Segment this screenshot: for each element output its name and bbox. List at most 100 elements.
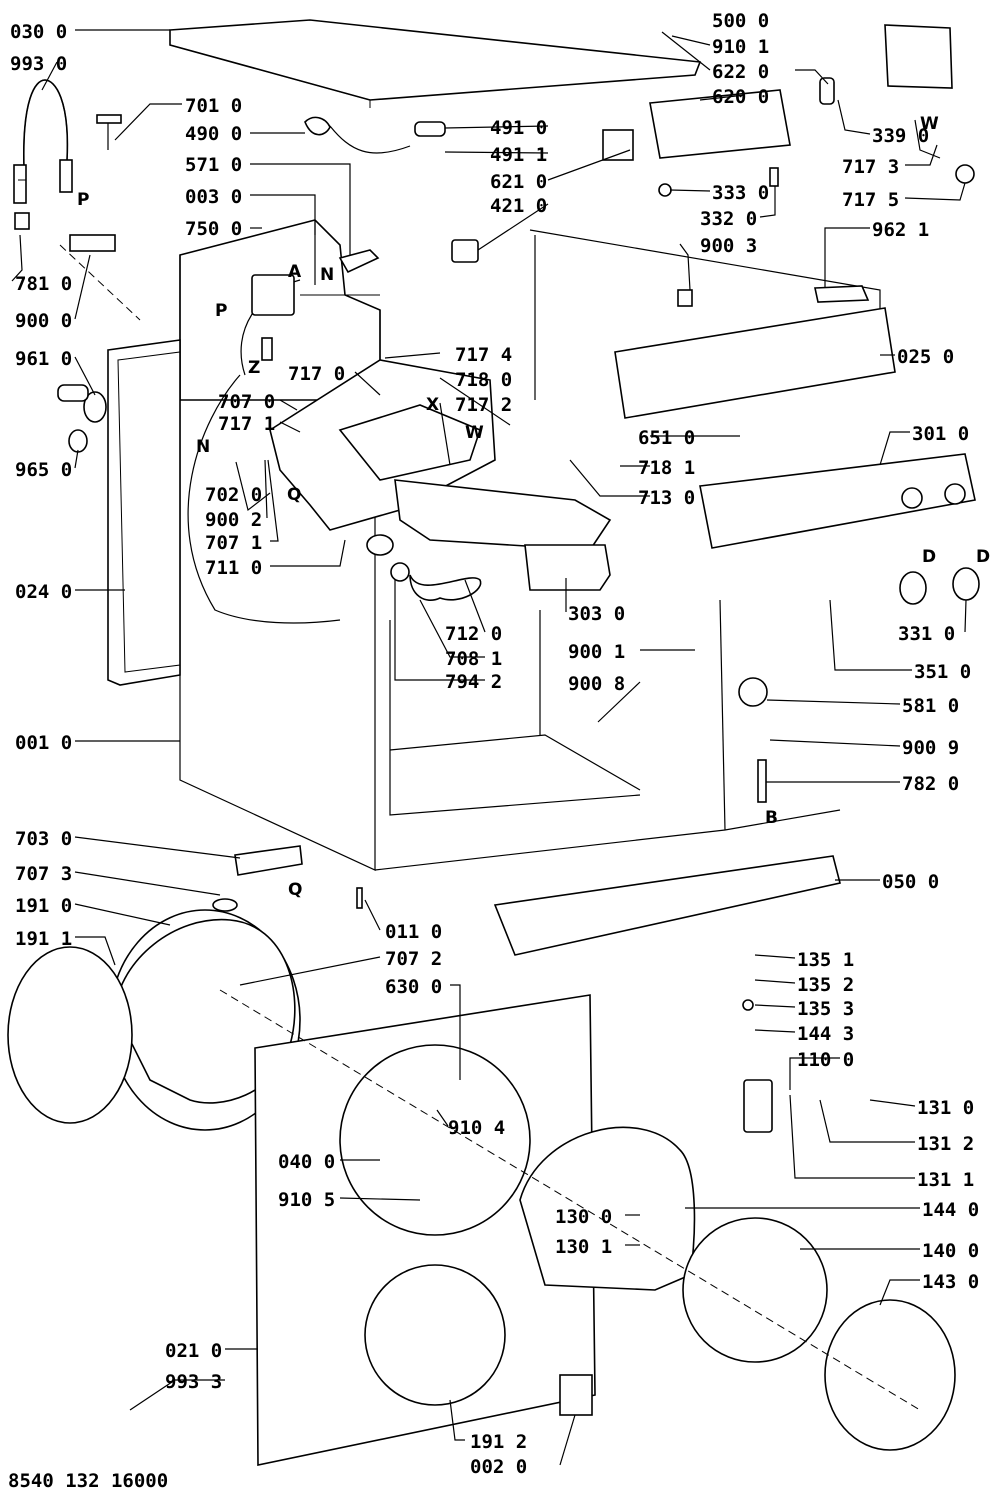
label-144-0: 144 0 [922,1199,979,1221]
letter-n-2: N [196,437,210,457]
label-750-0: 750 0 [185,218,242,240]
label-143-0: 143 0 [922,1271,979,1293]
label-701-0: 701 0 [185,95,242,117]
label-135-1: 135 1 [797,949,854,971]
label-713-0: 713 0 [638,487,695,509]
letter-d-2: D [976,547,990,567]
label-191-1: 191 1 [15,928,72,950]
label-707-1: 707 1 [205,532,262,554]
label-140-0: 140 0 [922,1240,979,1262]
label-135-2: 135 2 [797,974,854,996]
label-571-0: 571 0 [185,154,242,176]
label-718-1: 718 1 [638,457,695,479]
letter-a: A [288,262,302,282]
label-961-0: 961 0 [15,348,72,370]
label-781-0: 781 0 [15,273,72,295]
label-707-2: 707 2 [385,948,442,970]
letter-b: B [765,808,778,828]
label-711-0: 711 0 [205,557,262,579]
label-131-0: 131 0 [917,1097,974,1119]
letter-x: X [426,395,439,415]
letter-z: Z [248,358,260,378]
label-703-0: 703 0 [15,828,72,850]
label-191-0: 191 0 [15,895,72,917]
label-191-2: 191 2 [470,1431,527,1453]
label-500-0: 500 0 [712,10,769,32]
label-135-3: 135 3 [797,998,854,1020]
label-003-0: 003 0 [185,186,242,208]
label-491-1: 491 1 [490,144,547,166]
label-002-0: 002 0 [470,1456,527,1478]
drawing-number: 8540 132 16000 [8,1470,168,1492]
label-900-2: 900 2 [205,509,262,531]
label-040-0: 040 0 [278,1151,335,1173]
letter-p-1: P [77,190,89,210]
label-900-3: 900 3 [700,235,757,257]
label-707-3: 707 3 [15,863,72,885]
label-651-0: 651 0 [638,427,695,449]
label-900-9: 900 9 [902,737,959,759]
label-421-0: 421 0 [490,195,547,217]
part-labels: 030 0 993 0 701 0 490 0 571 0 003 0 750 … [10,10,979,1478]
label-110-0: 110 0 [797,1049,854,1071]
label-707-0: 707 0 [218,391,275,413]
label-131-2: 131 2 [917,1133,974,1155]
letter-w-1: W [465,423,484,443]
label-717-1: 717 1 [218,413,275,435]
label-021-0: 021 0 [165,1340,222,1362]
letter-p-2: P [215,301,227,321]
label-630-0: 630 0 [385,976,442,998]
label-339-0: 339 0 [872,125,929,147]
label-050-0: 050 0 [882,871,939,893]
label-910-1: 910 1 [712,36,769,58]
label-025-0: 025 0 [897,346,954,368]
label-351-0: 351 0 [914,661,971,683]
label-717-5: 717 5 [842,189,899,211]
label-962-1: 962 1 [872,219,929,241]
label-131-1: 131 1 [917,1169,974,1191]
label-900-8: 900 8 [568,673,625,695]
label-144-3: 144 3 [797,1023,854,1045]
label-490-0: 490 0 [185,123,242,145]
label-622-0: 622 0 [712,61,769,83]
letter-d-1: D [922,547,936,567]
label-001-0: 001 0 [15,732,72,754]
label-708-1: 708 1 [445,648,502,670]
label-717-4: 717 4 [455,344,512,366]
label-620-0: 620 0 [712,86,769,108]
label-900-0: 900 0 [15,310,72,332]
label-621-0: 621 0 [490,171,547,193]
label-910-4: 910 4 [448,1117,505,1139]
reference-letters: P P A N Z N Q X W W D D B Q [77,114,990,900]
label-702-0: 702 0 [205,484,262,506]
label-491-0: 491 0 [490,117,547,139]
label-303-0: 303 0 [568,603,625,625]
cabinet-drawing [7,19,980,1466]
label-130-1: 130 1 [555,1236,612,1258]
label-581-0: 581 0 [902,695,959,717]
letter-q-1: Q [287,485,301,505]
letter-w-2: W [920,114,939,134]
label-130-0: 130 0 [555,1206,612,1228]
letter-q-2: Q [288,880,302,900]
label-718-0: 718 0 [455,369,512,391]
label-717-3: 717 3 [842,156,899,178]
leader-lines [11,29,967,1466]
label-333-0: 333 0 [712,182,769,204]
label-717-2: 717 2 [455,394,512,416]
label-024-0: 024 0 [15,581,72,603]
label-782-0: 782 0 [902,773,959,795]
label-965-0: 965 0 [15,459,72,481]
label-900-1: 900 1 [568,641,625,663]
label-910-5: 910 5 [278,1189,335,1211]
label-993-3: 993 3 [165,1371,222,1393]
label-717-0: 717 0 [288,363,345,385]
label-332-0: 332 0 [700,208,757,230]
label-712-0: 712 0 [445,623,502,645]
label-301-0: 301 0 [912,423,969,445]
letter-n-1: N [320,265,334,285]
label-331-0: 331 0 [898,623,955,645]
label-794-2: 794 2 [445,671,502,693]
label-030-0: 030 0 [10,21,67,43]
